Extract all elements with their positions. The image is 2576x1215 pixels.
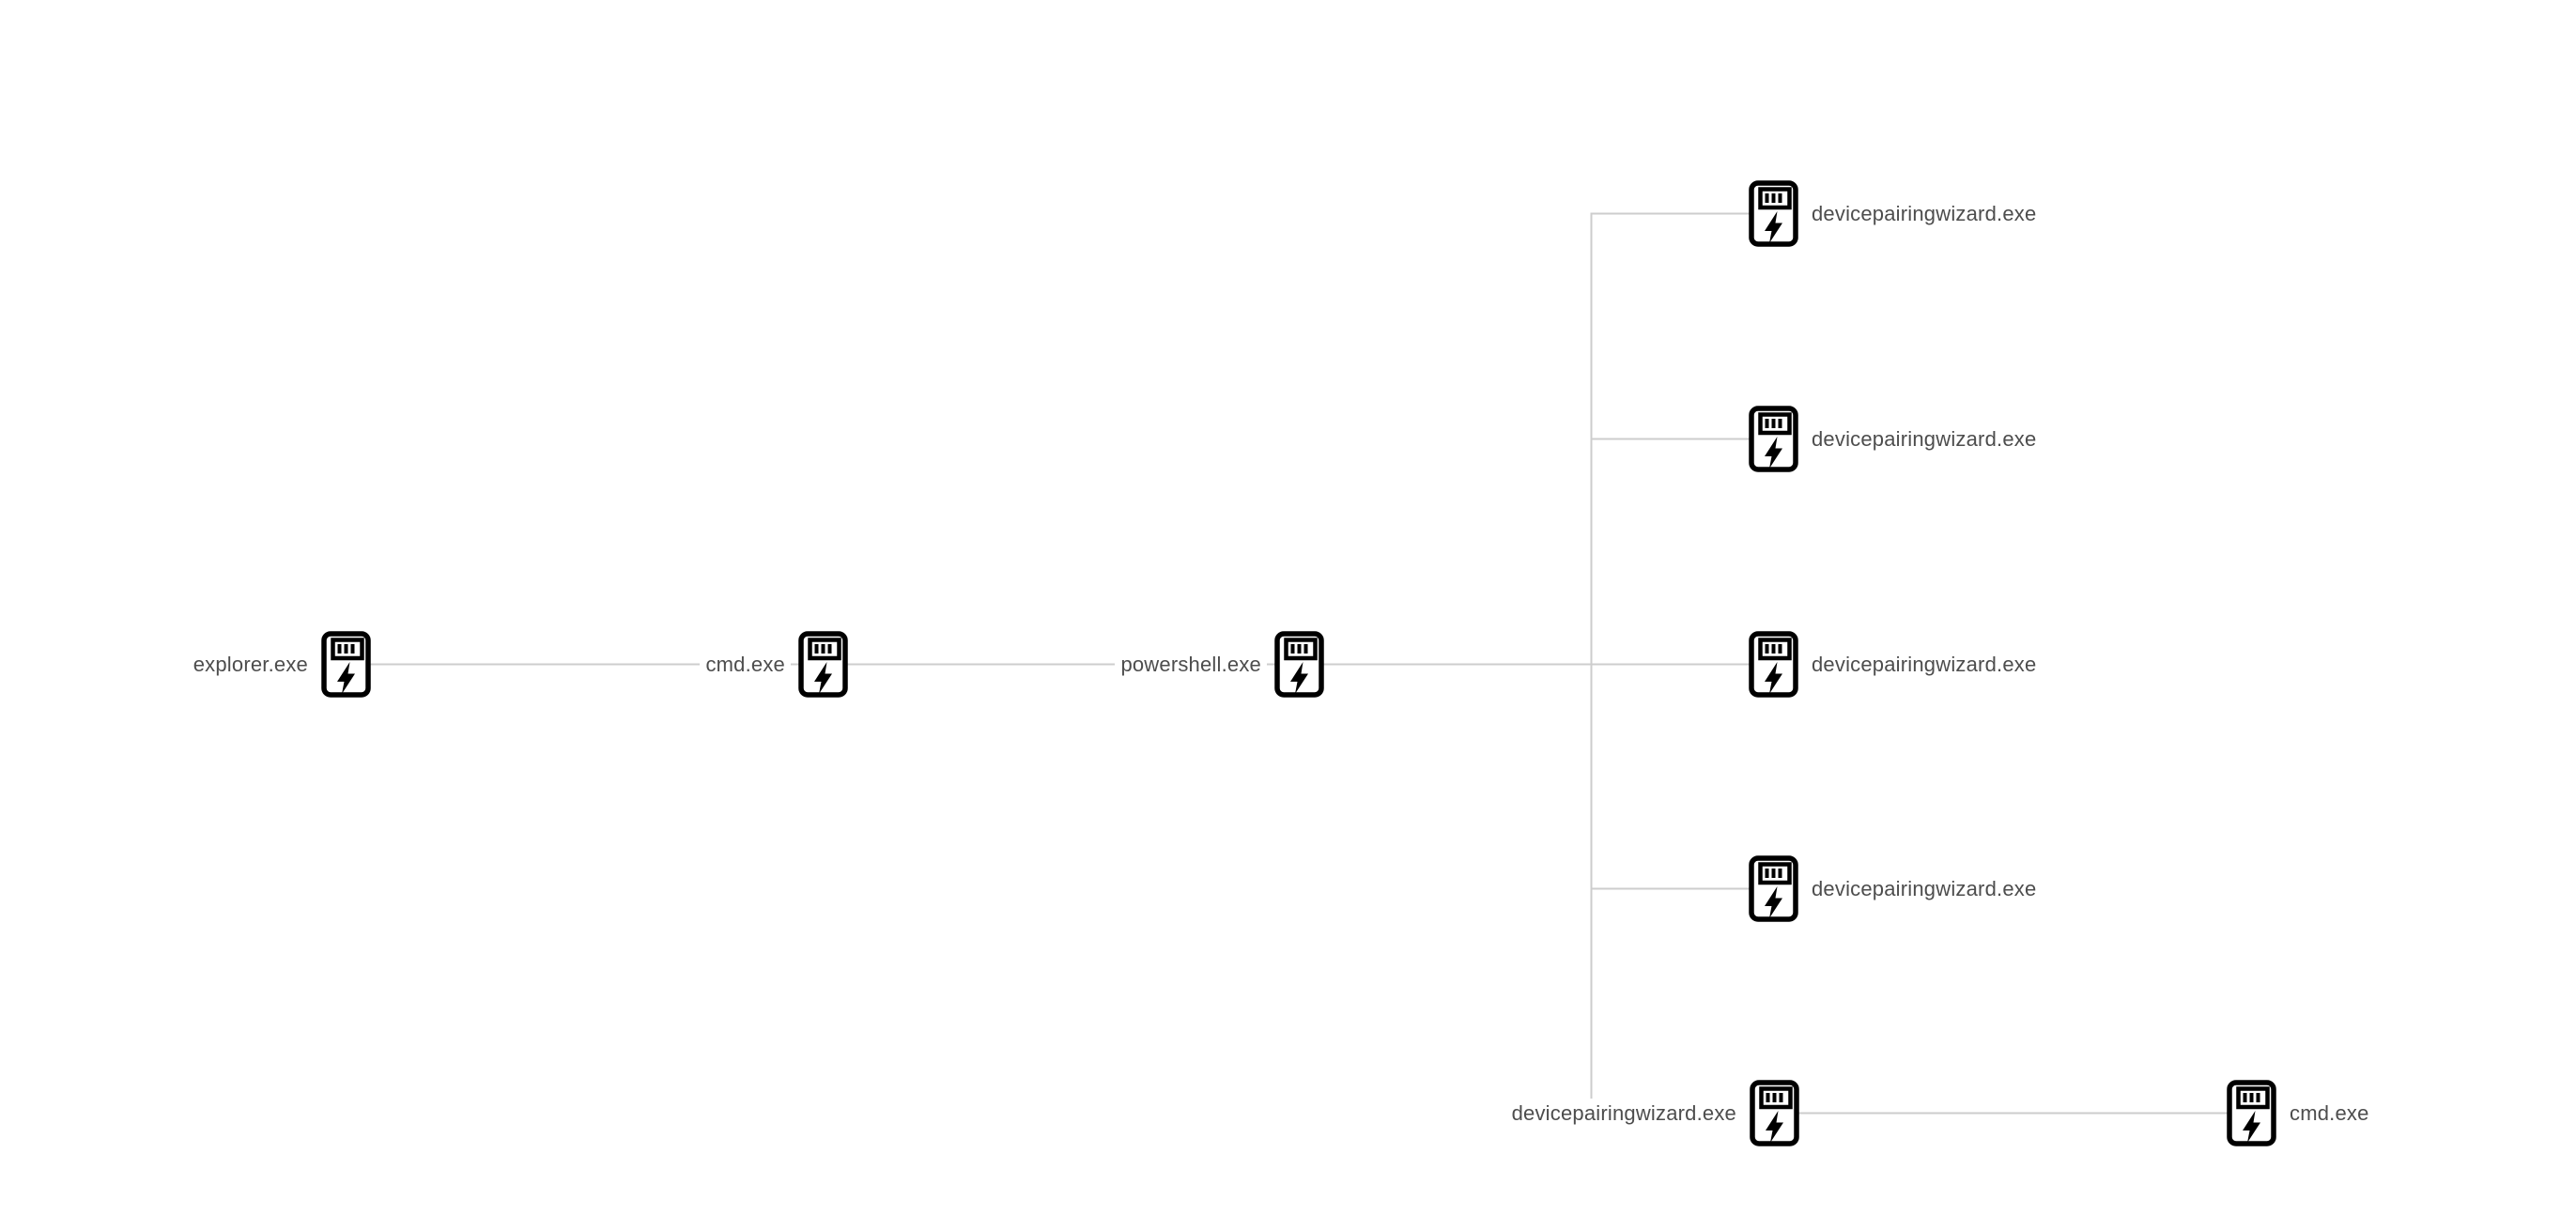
process-icon <box>2227 1080 2276 1146</box>
process-icon <box>1749 631 1798 698</box>
process-label: cmd.exe <box>700 649 791 680</box>
process-icon <box>1750 1080 1799 1146</box>
process-icon <box>1749 855 1798 922</box>
process-label: devicepairingwizard.exe <box>1806 198 2043 229</box>
process-node-devicepairingwizard-2[interactable]: devicepairingwizard.exe <box>1749 406 2043 472</box>
edge-branch-trunk <box>1590 212 1773 1114</box>
process-icon <box>1749 406 1798 472</box>
process-node-explorer[interactable]: explorer.exe <box>187 631 371 698</box>
process-icon <box>798 631 848 698</box>
process-node-devicepairingwizard-4[interactable]: devicepairingwizard.exe <box>1749 855 2043 922</box>
process-node-devicepairingwizard-3[interactable]: devicepairingwizard.exe <box>1749 631 2043 698</box>
process-label: devicepairingwizard.exe <box>1806 423 2043 454</box>
process-icon <box>1274 631 1324 698</box>
process-label: powershell.exe <box>1115 649 1267 680</box>
process-label: explorer.exe <box>187 649 314 680</box>
process-node-powershell[interactable]: powershell.exe <box>1115 631 1324 698</box>
process-label: devicepairingwizard.exe <box>1806 649 2043 680</box>
process-node-cmd-2[interactable]: cmd.exe <box>2227 1080 2375 1146</box>
process-icon <box>321 631 371 698</box>
process-icon <box>1749 180 1798 247</box>
process-node-cmd-1[interactable]: cmd.exe <box>700 631 848 698</box>
process-label: devicepairingwizard.exe <box>1806 873 2043 904</box>
process-node-devicepairingwizard-5[interactable]: devicepairingwizard.exe <box>1505 1080 1799 1146</box>
process-node-devicepairingwizard-1[interactable]: devicepairingwizard.exe <box>1749 180 2043 247</box>
process-label: devicepairingwizard.exe <box>1505 1098 1742 1129</box>
process-label: cmd.exe <box>2284 1098 2375 1129</box>
